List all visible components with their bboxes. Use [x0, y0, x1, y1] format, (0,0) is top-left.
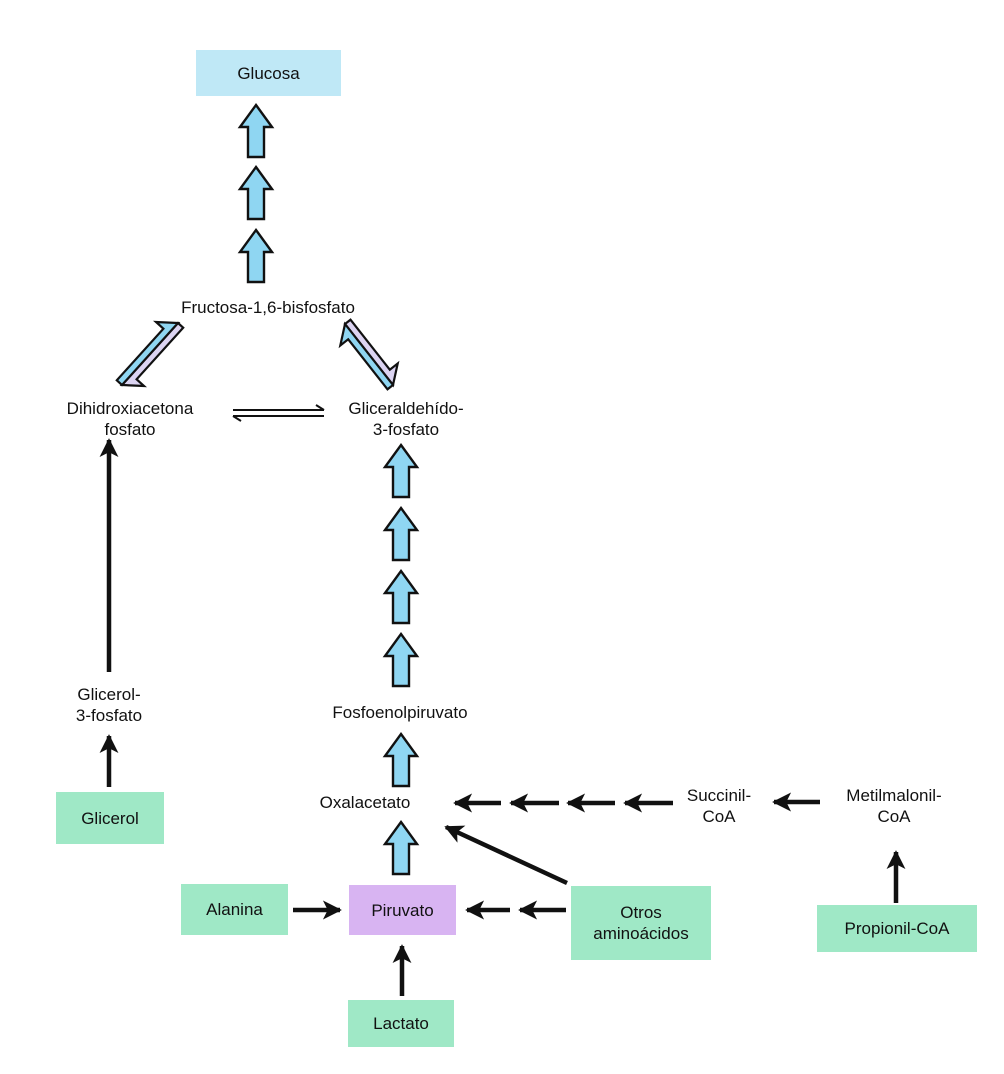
node-glicerol-label: Glicerol [81, 808, 139, 829]
node-dhap-line1: Dihidroxiacetona [40, 398, 220, 419]
node-alanina-label: Alanina [206, 899, 263, 920]
node-glucosa: Glucosa [196, 50, 341, 96]
node-fructosa-bisfosfato: Fructosa-1,6-bisfosfato [148, 297, 388, 318]
block-arrow-gap-pathway-2 [385, 508, 417, 560]
node-succinil-coa: Succinil- CoA [674, 785, 764, 827]
node-piruvato: Piruvato [349, 885, 456, 935]
node-glicerol: Glicerol [56, 792, 164, 844]
block-arrow-gap-pathway-3 [385, 571, 417, 623]
equilibrium-arrows [233, 405, 324, 421]
node-fosfoenolpiruvato: Fosfoenolpiruvato [300, 702, 500, 723]
block-arrow-fructose-to-glucose-3 [240, 230, 272, 282]
block-arrow-gap-pathway-1 [385, 445, 417, 497]
block-arrow-fructose-to-glucose-2 [240, 167, 272, 219]
node-dhap-line2: fosfato [40, 419, 220, 440]
node-g3p-line2: 3-fosfato [50, 705, 168, 726]
node-otros-line1: Otros [620, 902, 662, 923]
node-succinil-line2: CoA [674, 806, 764, 827]
harpoon-reverse [233, 416, 324, 421]
node-propionil-coa: Propionil-CoA [817, 905, 977, 952]
node-gliceraldehido-3-fosfato: Gliceraldehído- 3-fosfato [326, 398, 486, 440]
forward-half-arrow [340, 324, 393, 389]
node-lactato-label: Lactato [373, 1013, 429, 1034]
node-otros-aminoacidos: Otros aminoácidos [571, 886, 711, 960]
block-arrow-gap-pathway-4 [385, 634, 417, 686]
node-gap-line2: 3-fosfato [326, 419, 486, 440]
node-glucosa-label: Glucosa [237, 63, 299, 84]
reverse-half-arrow [345, 320, 398, 385]
node-metilmalonil-line1: Metilmalonil- [824, 785, 964, 806]
node-gap-line1: Gliceraldehído- [326, 398, 486, 419]
block-arrow-piruvato-to-oaa [385, 822, 417, 874]
reverse-half-arrow [122, 323, 183, 386]
node-g3p-line1: Glicerol- [50, 684, 168, 705]
reversible-arrow-gap-fructose [340, 320, 397, 390]
node-oxalacetato: Oxalacetato [300, 792, 430, 813]
node-dihidroxiacetona-fosfato: Dihidroxiacetona fosfato [40, 398, 220, 440]
harpoon-forward [233, 405, 324, 410]
node-metilmalonil-coa: Metilmalonil- CoA [824, 785, 964, 827]
arrow-otros-to-oaa [446, 827, 567, 883]
node-alanina: Alanina [181, 884, 288, 935]
node-lactato: Lactato [348, 1000, 454, 1047]
reversible-arrow-dhap-fructose [117, 322, 183, 386]
node-propionil-label: Propionil-CoA [845, 918, 950, 939]
node-metilmalonil-line2: CoA [824, 806, 964, 827]
node-piruvato-label: Piruvato [371, 900, 433, 921]
node-succinil-line1: Succinil- [674, 785, 764, 806]
forward-half-arrow [117, 322, 178, 385]
block-arrow-oaa-to-pep [385, 734, 417, 786]
node-otros-line2: aminoácidos [593, 923, 688, 944]
node-glicerol-3-fosfato: Glicerol- 3-fosfato [50, 684, 168, 726]
block-arrow-fructose-to-glucose-1 [240, 105, 272, 157]
